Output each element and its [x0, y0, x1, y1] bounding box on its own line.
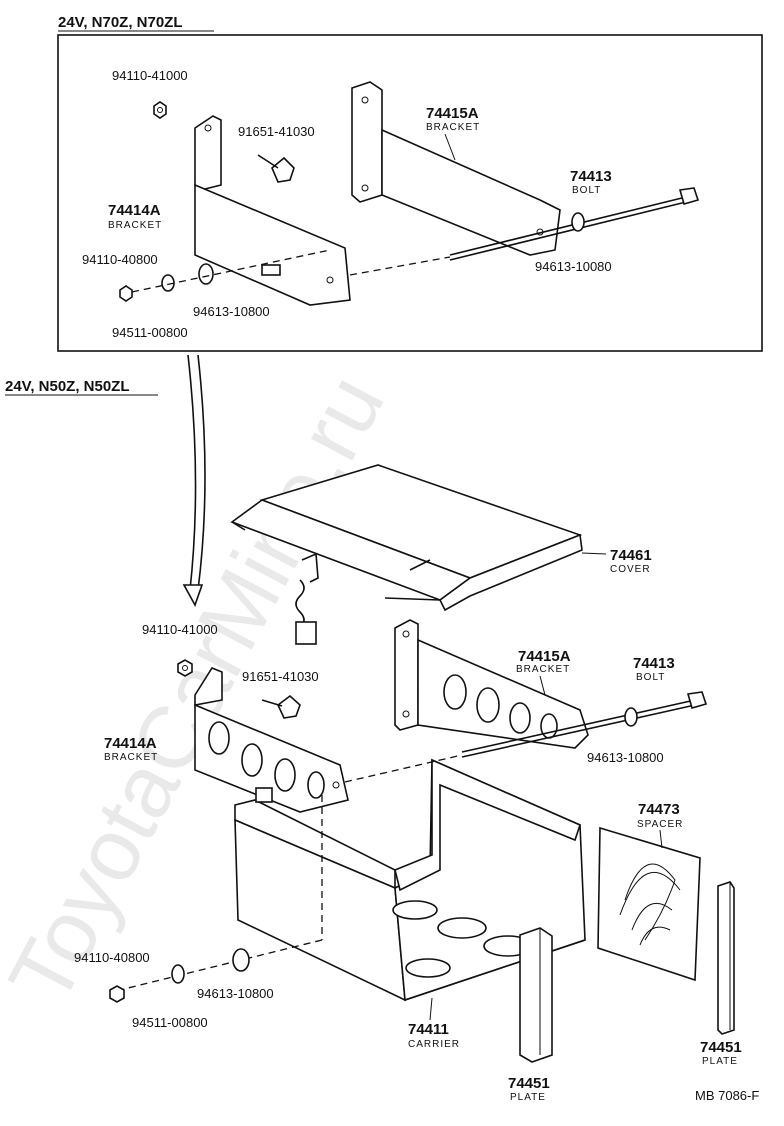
top-lower-nut-label: 94110-40800 — [82, 252, 158, 267]
bottom-panel-heading: 24V, N50Z, N50ZL — [5, 378, 130, 395]
top-right-washer-label: 94613-10080 — [535, 259, 612, 274]
bottom-right-bracket-name: BRACKET — [516, 664, 570, 675]
top-long-bolt-name: BOLT — [572, 185, 601, 196]
bottom-long-bolt-number: 74413 — [633, 655, 675, 672]
top-right-bracket — [351, 81, 561, 256]
bottom-lock-washer-label: 94511-00800 — [132, 1015, 208, 1030]
footer-code: MB 7086-F — [695, 1088, 759, 1103]
plate-left-name: PLATE — [510, 1092, 546, 1103]
top-panel-border — [57, 34, 763, 352]
cover-part — [230, 464, 583, 645]
bottom-right-bracket-leader — [539, 675, 546, 696]
spacer-leader — [659, 829, 663, 849]
bottom-assembly-dashes — [119, 754, 463, 991]
bottom-lower-nut-label: 94110-40800 — [74, 950, 150, 965]
plate-left-part — [519, 927, 553, 1063]
bottom-lower-hardware — [109, 948, 250, 1003]
top-left-bracket-name: BRACKET — [108, 220, 162, 231]
carrier-name: CARRIER — [408, 1039, 460, 1050]
bottom-long-bolt-name: BOLT — [636, 672, 665, 683]
plate-right-number: 74451 — [700, 1039, 742, 1056]
top-left-bracket-number: 74414A — [108, 202, 161, 219]
top-long-bolt-number: 74413 — [570, 168, 612, 185]
cover-leader — [581, 552, 607, 555]
cover-number: 74461 — [610, 547, 652, 564]
bottom-left-bracket — [194, 667, 349, 813]
bottom-long-bolt-icon — [461, 691, 708, 758]
top-panel: 24V, N70Z, N70ZL 94110-41000 74414A BRAC… — [57, 14, 763, 352]
bottom-right-bracket-number: 74415A — [518, 648, 571, 665]
spacer-name: SPACER — [637, 819, 683, 830]
top-long-bolt-icon — [449, 187, 700, 261]
top-right-bracket-leader — [444, 133, 456, 161]
bottom-nut-label: 94110-41000 — [142, 622, 218, 637]
transition-arrow — [182, 354, 206, 607]
top-right-bracket-name: BRACKET — [426, 122, 480, 133]
bottom-left-bracket-name: BRACKET — [104, 752, 158, 763]
plate-right-name: PLATE — [702, 1056, 738, 1067]
bottom-nut-icon — [177, 659, 193, 677]
bottom-left-bracket-number: 74414A — [104, 735, 157, 752]
top-mid-washer-label: 94613-10800 — [193, 304, 270, 319]
bottom-mid-washer-label: 94613-10800 — [197, 986, 274, 1001]
plate-left-number: 74451 — [508, 1075, 550, 1092]
top-left-bracket — [194, 115, 351, 306]
top-small-bolt-icon — [257, 154, 295, 183]
bottom-panel: 24V, N50Z, N50ZL 74461 COVER 94110-41000 — [5, 378, 742, 1103]
top-nut-icon — [153, 101, 167, 119]
bottom-small-bolt-label: 91651-41030 — [242, 669, 319, 684]
bottom-right-bracket — [394, 619, 589, 749]
top-small-bolt-label: 91651-41030 — [238, 124, 315, 139]
cover-name: COVER — [610, 564, 651, 575]
plate-right-part — [717, 881, 735, 1035]
bottom-small-bolt-icon — [261, 694, 301, 719]
top-nut-label: 94110-41000 — [112, 68, 188, 83]
spacer-number: 74473 — [638, 801, 680, 818]
carrier-number: 74411 — [408, 1021, 449, 1038]
top-panel-heading: 24V, N70Z, N70ZL — [58, 14, 183, 31]
carrier-leader — [429, 997, 433, 1021]
bottom-right-washer-label: 94613-10800 — [587, 750, 664, 765]
top-lower-hardware — [119, 249, 451, 302]
spacer-part — [597, 826, 701, 982]
top-right-bracket-number: 74415A — [426, 105, 479, 122]
top-lock-washer-label: 94511-00800 — [112, 325, 188, 340]
